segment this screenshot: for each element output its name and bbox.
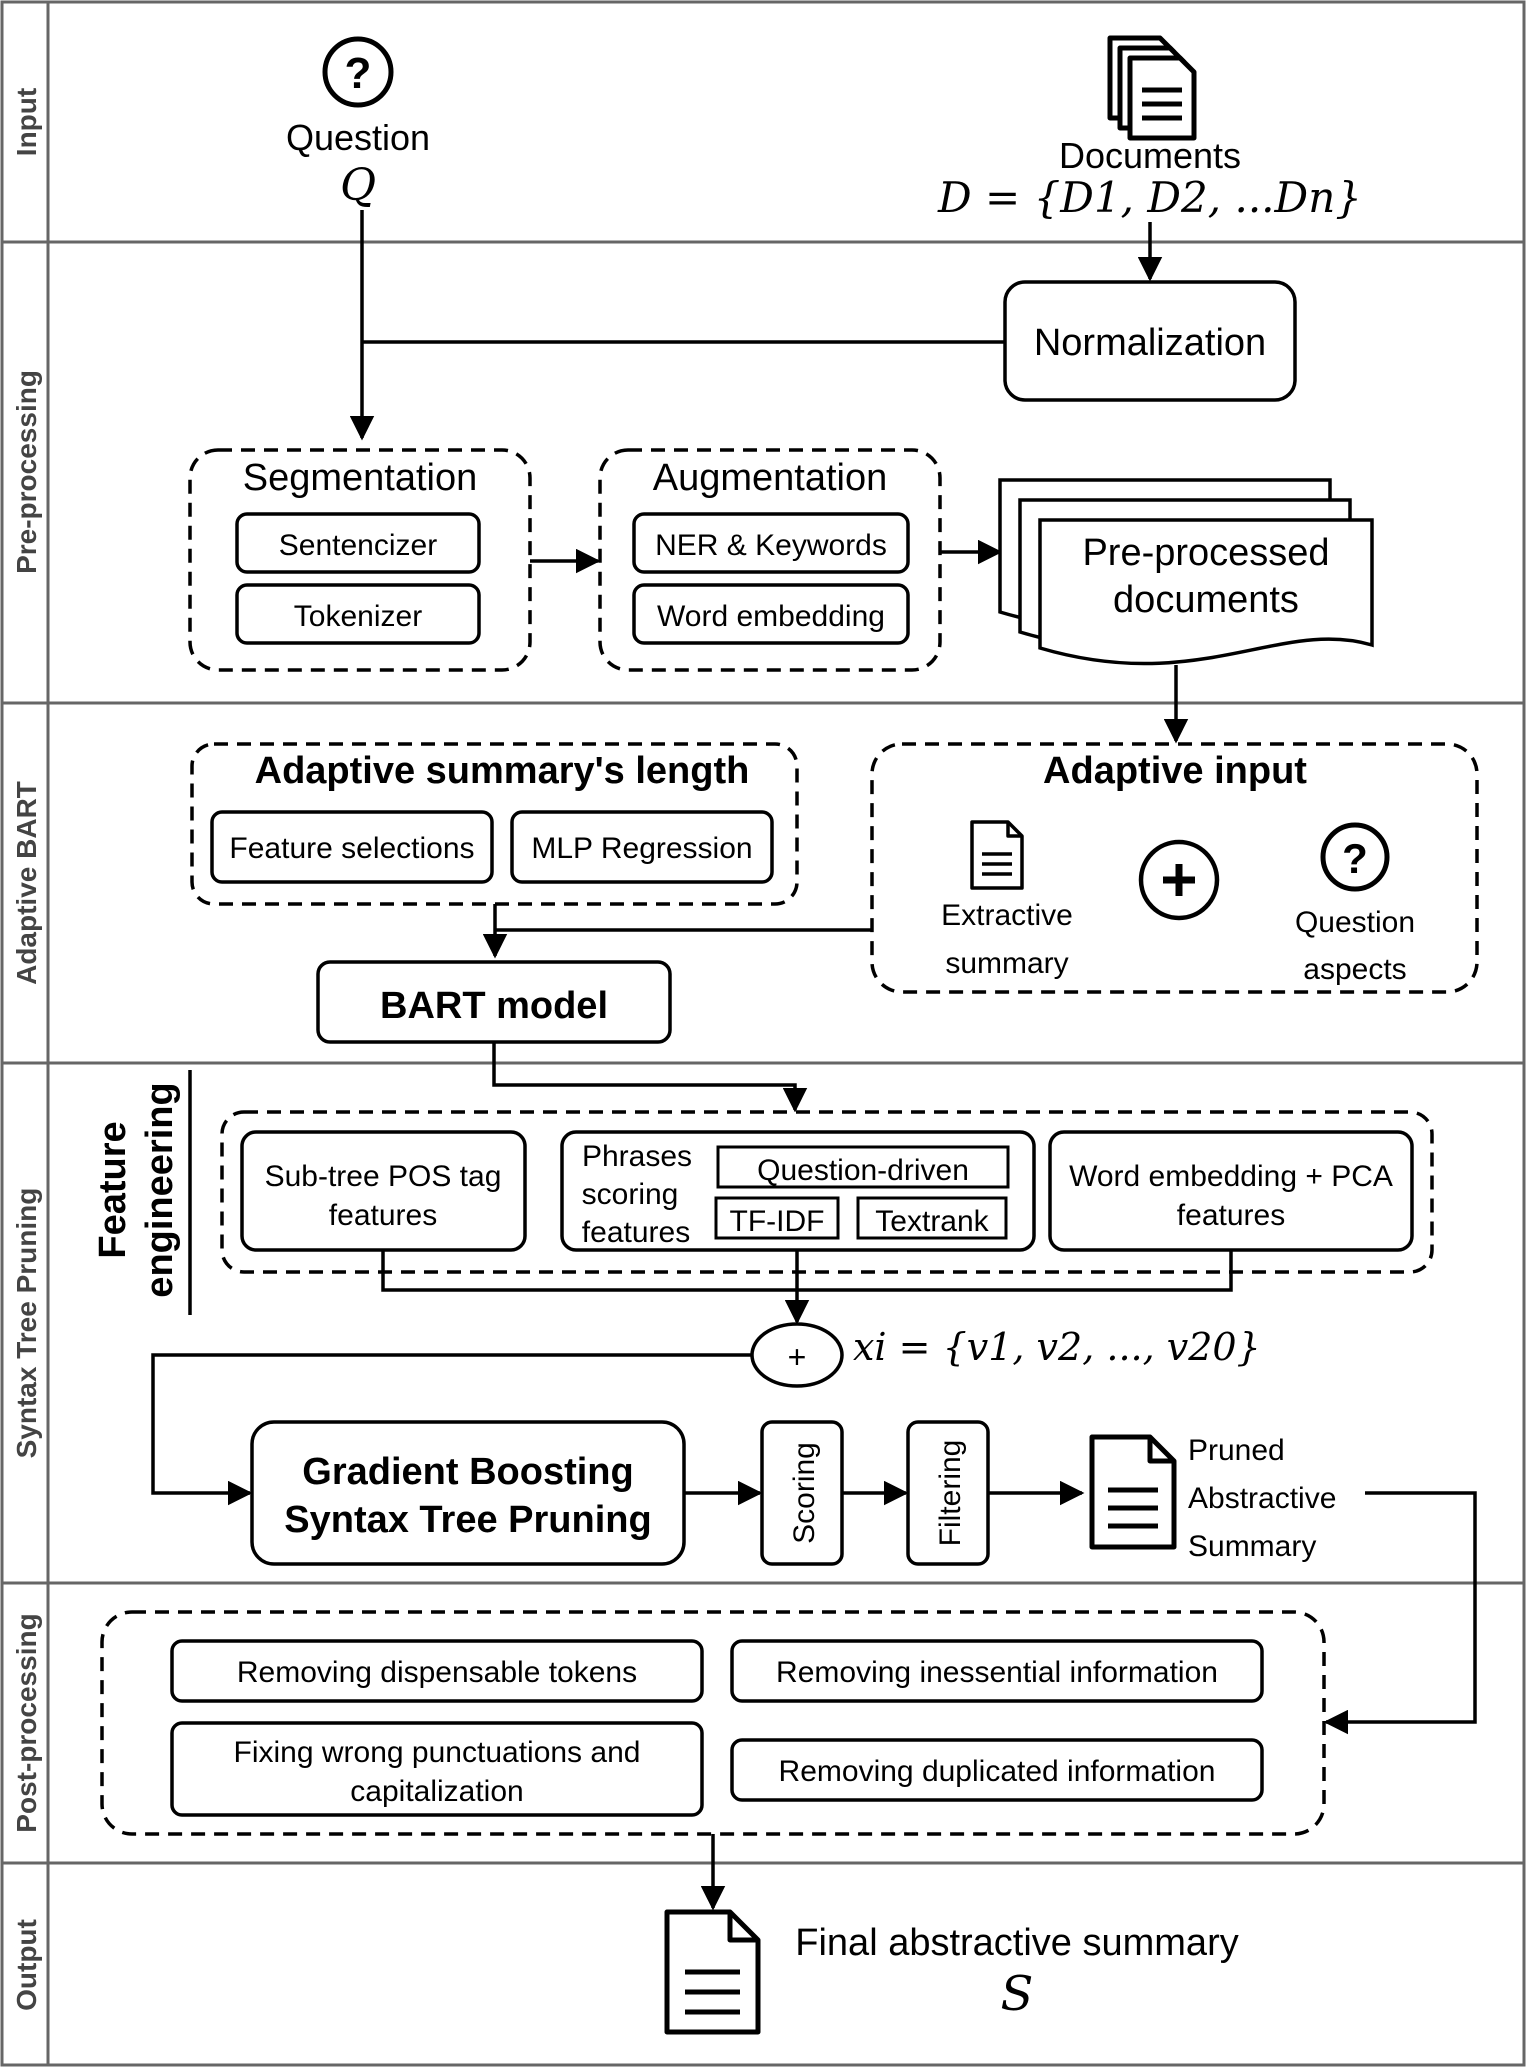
- pruned-summary-line3: Summary: [1188, 1530, 1316, 1563]
- word-embedding-box: [632, 583, 910, 645]
- segmentation-title: Segmentation: [243, 457, 478, 499]
- svg-text:?: ?: [345, 49, 372, 98]
- question-label: Question: [286, 117, 430, 158]
- plus-circle-icon: [1138, 839, 1220, 921]
- documents-formula: D = {D1, D2, ...Dn}: [937, 173, 1362, 222]
- tokenizer-label: Tokenizer: [294, 600, 422, 633]
- connector-features-merge: [381, 1250, 1233, 1292]
- subtree-pos-line1: Sub-tree POS tag: [265, 1160, 502, 1193]
- final-summary-document-icon: [664, 1909, 761, 2035]
- lane-label-syntax-tree-pruning: Syntax Tree Pruning: [11, 1188, 42, 1459]
- phrases-scoring-line3: features: [582, 1216, 690, 1249]
- lane-label-postprocessing: Post-processing: [11, 1613, 42, 1832]
- adaptive-length-title: Adaptive summary's length: [255, 750, 750, 792]
- tfidf-label: TF-IDF: [730, 1205, 825, 1238]
- svg-text:+: +: [788, 1339, 807, 1375]
- question-aspects-icon: ?: [1320, 822, 1390, 892]
- question-symbol: Q: [340, 160, 376, 211]
- removing-tokens-label: Removing dispensable tokens: [237, 1656, 637, 1689]
- sentencizer-box: [235, 512, 481, 574]
- removing-duplicated-label: Removing duplicated information: [779, 1755, 1216, 1788]
- fixing-punctuation-box: [170, 1721, 704, 1817]
- feature-selections-box: [210, 810, 494, 884]
- extractive-document-icon: [970, 820, 1024, 890]
- phrases-scoring-line1: Phrases: [582, 1140, 692, 1173]
- svg-text:?: ?: [1342, 835, 1368, 882]
- question-icon: ?: [322, 36, 394, 108]
- arrow-pruned-to-postprocessing: [1323, 1491, 1477, 1735]
- augmentation-title: Augmentation: [653, 457, 888, 499]
- arrow-bart-to-features: [492, 1042, 808, 1113]
- phrases-scoring-line2: scoring: [582, 1178, 679, 1211]
- gradient-boosting-box: [250, 1420, 686, 1566]
- word-embedding-pca-line1: Word embedding + PCA: [1069, 1160, 1393, 1193]
- sentencizer-label: Sentencizer: [279, 529, 437, 562]
- removing-inessential-label: Removing inessential information: [776, 1656, 1218, 1689]
- tfidf-box: [714, 1196, 840, 1240]
- lane-label-input: Input: [11, 88, 42, 156]
- arrow-concat-to-gradient-boosting: [151, 1353, 752, 1506]
- fixing-punctuation-line2: capitalization: [350, 1775, 523, 1808]
- removing-duplicated-box: [730, 1738, 1264, 1802]
- normalization-label: Normalization: [1034, 322, 1266, 364]
- bart-model-label: BART model: [380, 985, 608, 1027]
- lane-label-preprocessing: Pre-processing: [11, 370, 42, 574]
- pruned-summary-line2: Abstractive: [1188, 1482, 1336, 1515]
- ner-keywords-box: [632, 512, 910, 574]
- documents-stack-icon: [1107, 35, 1197, 141]
- word-embedding-pca-line2: features: [1177, 1199, 1285, 1232]
- word-embedding-label: Word embedding: [657, 600, 885, 633]
- question-aspects-line1: Question: [1295, 906, 1415, 939]
- lane-label-output: Output: [11, 1919, 42, 2011]
- fixing-punctuation-line1: Fixing wrong punctuations and: [234, 1736, 641, 1769]
- mlp-regression-label: MLP Regression: [531, 832, 752, 865]
- removing-inessential-box: [730, 1639, 1264, 1703]
- gradient-boosting-line1: Gradient Boosting: [302, 1451, 633, 1493]
- question-aspects-line2: aspects: [1303, 953, 1406, 986]
- question-driven-box: [716, 1145, 1010, 1189]
- tokenizer-box: [235, 583, 481, 645]
- subtree-pos-line2: features: [329, 1199, 437, 1232]
- adaptive-input-title: Adaptive input: [1043, 750, 1307, 792]
- preprocessed-documents-stack: [998, 478, 1374, 666]
- preprocessed-docs-line2: documents: [1113, 579, 1299, 621]
- final-summary-label: Final abstractive summary: [795, 1922, 1238, 1964]
- feature-selections-label: Feature selections: [229, 832, 474, 865]
- documents-label: Documents: [1059, 135, 1241, 176]
- final-summary-symbol: S: [1001, 1966, 1034, 2022]
- textrank-label: Textrank: [875, 1205, 989, 1238]
- textrank-box: [856, 1196, 1008, 1240]
- question-driven-label: Question-driven: [757, 1154, 969, 1187]
- pruned-summary-document-icon: [1089, 1434, 1177, 1550]
- extractive-summary-line2: summary: [945, 947, 1068, 980]
- feature-engineering-line2: engineering: [139, 1082, 181, 1297]
- feature-vector-formula: xi = {v1, v2, ..., v20}: [853, 1325, 1261, 1369]
- gradient-boosting-line2: Syntax Tree Pruning: [284, 1499, 651, 1541]
- lane-label-adaptive-bart: Adaptive BART: [11, 781, 42, 985]
- ner-keywords-label: NER & Keywords: [655, 529, 887, 562]
- pruned-summary-line1: Pruned: [1188, 1434, 1285, 1467]
- extractive-summary-line1: Extractive: [941, 899, 1073, 932]
- feature-engineering-line1: Feature: [92, 1121, 134, 1258]
- scoring-label: Scoring: [788, 1442, 821, 1544]
- mlp-regression-box: [510, 810, 774, 884]
- concat-plus-icon: +: [750, 1322, 844, 1388]
- preprocessed-docs-line1: Pre-processed: [1082, 532, 1329, 574]
- filtering-label: Filtering: [934, 1440, 967, 1547]
- removing-tokens-box: [170, 1639, 704, 1703]
